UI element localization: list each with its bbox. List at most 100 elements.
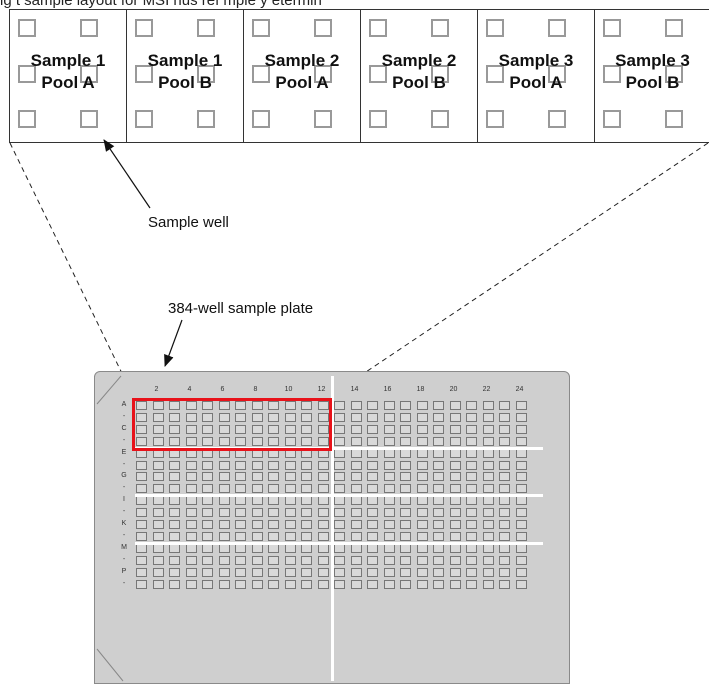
plate-well — [152, 543, 164, 553]
plate-well — [466, 555, 477, 565]
plate-well — [383, 508, 395, 518]
plate-well — [499, 543, 510, 553]
row-letter: C — [121, 424, 127, 432]
plate-well — [251, 436, 263, 446]
plate-well — [185, 484, 197, 494]
plate-well — [284, 567, 296, 577]
cell-sample-label: Sample 3 — [498, 51, 574, 70]
plate-well — [482, 567, 494, 577]
plate-well — [136, 496, 147, 506]
sample-well — [252, 110, 270, 128]
plate-well — [185, 567, 197, 577]
plate-well — [235, 496, 246, 506]
plate-well — [301, 401, 312, 410]
column-number: 10 — [284, 386, 293, 393]
sample-well — [369, 110, 387, 128]
plate-well — [416, 531, 428, 541]
plate-well — [334, 448, 345, 458]
sample-well — [135, 110, 153, 128]
plate-well — [466, 472, 477, 482]
plate-well — [482, 472, 494, 482]
plate-well — [400, 520, 411, 529]
plate-well — [268, 496, 279, 506]
plate-well — [235, 484, 246, 494]
plate-well — [334, 543, 345, 553]
plate-well — [416, 472, 428, 482]
plate-well — [449, 436, 461, 446]
plate-well — [466, 508, 477, 518]
plate-well — [515, 436, 527, 446]
cell-pool-label: Pool A — [509, 73, 563, 92]
plate-well — [284, 520, 296, 529]
plate-well — [367, 448, 378, 458]
plate-well — [202, 543, 213, 553]
plate-well — [185, 543, 197, 553]
plate-well — [466, 401, 477, 410]
plate-well — [350, 508, 362, 518]
plate-well — [466, 520, 477, 529]
plate-well — [268, 424, 279, 434]
plate-well — [499, 472, 510, 482]
plate-well — [350, 520, 362, 529]
plate-well — [515, 424, 527, 434]
plate-well — [169, 472, 180, 482]
plate-well — [268, 460, 279, 470]
plate-well — [268, 484, 279, 494]
plate-well — [251, 401, 263, 410]
plate-well — [152, 424, 164, 434]
plate-well — [515, 508, 527, 518]
plate-well — [218, 424, 230, 434]
plate-well — [169, 484, 180, 494]
plate-well — [499, 508, 510, 518]
row-letter: - — [122, 555, 126, 563]
plate-well — [482, 412, 494, 422]
column-number: 18 — [416, 386, 425, 393]
plate-well — [136, 579, 147, 589]
plate-well — [482, 484, 494, 494]
plate-well — [515, 555, 527, 565]
plate-well — [235, 412, 246, 422]
plate-well — [334, 555, 345, 565]
row-letter: I — [123, 496, 125, 504]
plate-well — [367, 579, 378, 589]
plate-well — [466, 448, 477, 458]
plate-well — [515, 520, 527, 529]
plate-well — [400, 401, 411, 410]
plate-well — [433, 484, 444, 494]
plate-well — [301, 508, 312, 518]
plate-well — [218, 520, 230, 529]
sample-well — [314, 110, 332, 128]
sample-well — [431, 110, 449, 128]
plate-well — [367, 520, 378, 529]
plate-well — [202, 508, 213, 518]
plate-well — [169, 520, 180, 529]
plate-well — [202, 412, 213, 422]
plate-well — [449, 401, 461, 410]
plate-well — [482, 520, 494, 529]
plate-well — [268, 412, 279, 422]
sample-well — [665, 19, 683, 37]
plate-well — [152, 555, 164, 565]
plate-well — [466, 531, 477, 541]
plate-well — [383, 543, 395, 553]
plate-well — [449, 555, 461, 565]
zoom-line-left — [9, 142, 134, 397]
cell-label: Sample 3 Pool B — [595, 50, 709, 94]
sample-well-label: Sample well — [148, 214, 229, 231]
plate-well — [268, 436, 279, 446]
plate-well — [268, 531, 279, 541]
plate-well — [284, 496, 296, 506]
plate-well — [383, 555, 395, 565]
cell-sample-label: Sample 2 — [381, 51, 457, 70]
plate-well — [284, 484, 296, 494]
cell-pool-label: Pool B — [392, 73, 446, 92]
plate-well — [416, 520, 428, 529]
plate-well — [284, 472, 296, 482]
sample-well-arrow — [103, 139, 151, 209]
plate-well — [136, 508, 147, 518]
plate-well — [136, 531, 147, 541]
plate-well — [334, 579, 345, 589]
plate-well — [301, 567, 312, 577]
plate-well — [284, 401, 296, 410]
cell-pool-label: Pool A — [41, 73, 95, 92]
